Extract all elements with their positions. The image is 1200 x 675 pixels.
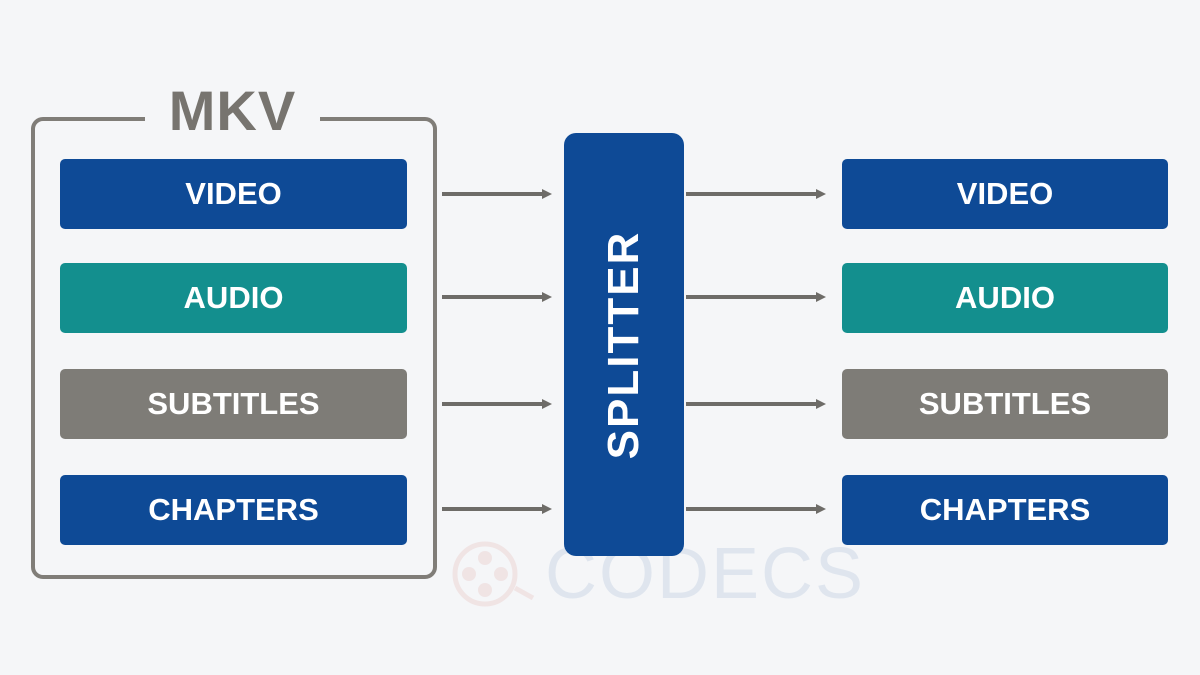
film-reel-icon (452, 541, 535, 607)
input-arrows (442, 189, 552, 514)
output-stream-audio: AUDIO (842, 263, 1168, 333)
input-stream-audio: AUDIO (60, 263, 407, 333)
input-stream-video: VIDEO (60, 159, 407, 229)
splitter-label: SPLITTER (599, 230, 648, 459)
input-stream-subtitles: SUBTITLES (60, 369, 407, 439)
output-arrows (686, 189, 826, 514)
output-stream-chapters: CHAPTERS (842, 475, 1168, 545)
output-stream-subtitles: SUBTITLES (842, 369, 1168, 439)
splitter-block: SPLITTER (564, 133, 684, 556)
mkv-container-title: MKV (145, 80, 320, 142)
input-stream-chapters: CHAPTERS (60, 475, 407, 545)
output-stream-video: VIDEO (842, 159, 1168, 229)
